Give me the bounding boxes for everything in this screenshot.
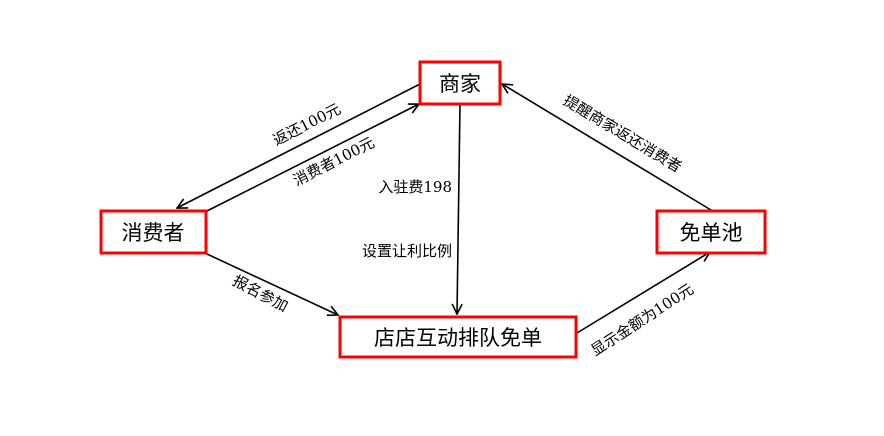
node-pool-label: 免单池	[680, 221, 743, 245]
label-entry-fee: 入驻费198	[378, 178, 452, 196]
edge-merchant-to-queue	[457, 103, 460, 314]
node-queue: 店店互动排队免单	[338, 315, 578, 359]
node-merchant-label: 商家	[439, 72, 481, 96]
edge-show-amount	[576, 252, 710, 334]
edge-remind	[502, 84, 712, 211]
node-consumer-label: 消费者	[122, 221, 185, 245]
label-show-amount: 显示金额为100元	[588, 280, 697, 360]
edge-refund	[177, 83, 421, 208]
label-remind: 提醒商家返还消费者	[560, 91, 685, 176]
edge-signup	[206, 253, 338, 315]
node-pool: 免单池	[655, 209, 767, 255]
node-merchant: 商家	[418, 60, 502, 106]
node-queue-label: 店店互动排队免单	[374, 326, 542, 350]
node-consumer: 消费者	[99, 209, 208, 255]
edge-consumer-pay	[204, 104, 419, 213]
label-set-ratio: 设置让利比例	[362, 242, 452, 260]
